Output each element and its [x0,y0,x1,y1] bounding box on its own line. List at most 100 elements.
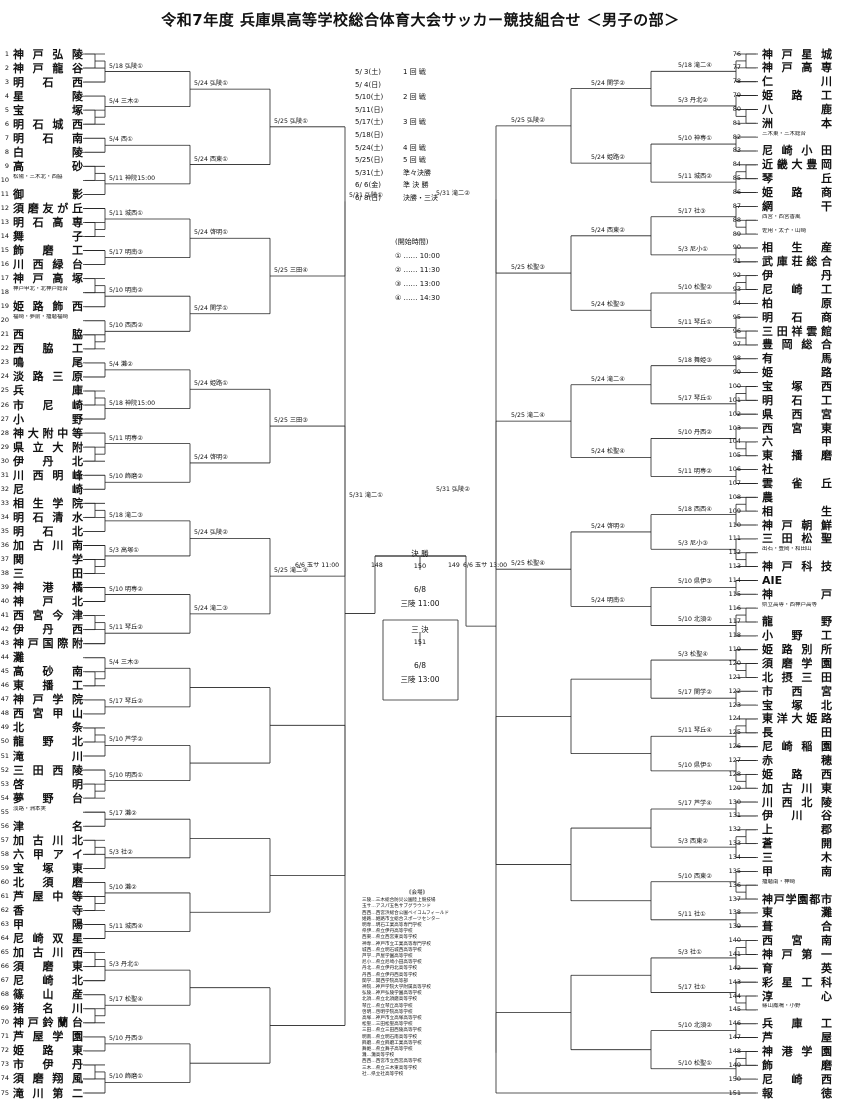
team-number: 71 [0,1032,9,1041]
schedule-row: 5/18(日) [355,129,438,142]
team-name: 仁川 [762,75,832,89]
team-number: 81 [732,118,741,127]
schedule-row: 5/ 3(土)1 回 戦 [355,66,438,79]
team-number: 78 [732,77,741,86]
team-name: 滝川 [13,749,83,763]
team-name: 香寺 [13,903,83,917]
team-number: 57 [0,835,9,844]
match-label: 5/17 琴丘② [109,697,143,705]
team-name: 神戸弘陵 [13,47,83,61]
team-number: 82 [732,132,741,141]
venue-title: 《会場》 [405,890,428,896]
team-number: 105 [728,451,741,460]
team-name: 六甲 [762,435,832,449]
match-label: 5/18 西西④ [678,505,712,513]
team-name: 須磨友が丘 [13,201,83,215]
team-name: 六甲アイ [13,847,83,861]
team-name: 淳心 [762,989,832,1003]
team-number: 140 [728,936,741,945]
venue-entry: 神専…神戸市立工業高等専門学校 [362,941,431,947]
match-label: 5/11 明専② [109,434,143,442]
team-number: 26 [0,400,9,409]
schedule-date: 5/31(土) [355,168,384,177]
team-name: 夢野台 [13,791,83,805]
team-name: 東播磨 [762,449,832,463]
semi-left-number: 148 [371,562,383,569]
team-name: 滝川第二 [13,1086,83,1100]
team-number: 141 [728,949,741,958]
team-name: 赤穂 [762,754,832,768]
match-label: 5/11 城西④ [109,922,143,930]
team-name: 川西明峰 [13,468,83,482]
team-name: 兵庫 [13,384,83,398]
team-name: 市西宮 [762,684,832,698]
team-name: 星陵 [13,89,83,103]
team-name: 姫路飾西 [13,300,83,314]
match-label: 5/25 弘陵② [511,116,545,124]
team-number: 151 [728,1088,741,1097]
team-name: 加古川西 [13,946,83,960]
team-number: 128 [728,769,741,778]
team-name: 佐用・太子・山崎 [762,227,807,234]
match-label: 5/10 明南② [109,287,143,295]
team-name: 武庫荘総合 [762,255,832,269]
match-label: 5/17 社③ [678,207,706,215]
match-label: 5/10 丹西③ [109,1034,143,1042]
team-number: 132 [728,825,741,834]
team-name: 松陽・三木北・西脇 [13,173,63,180]
team-number: 150 [728,1074,741,1083]
schedule-date: 5/11(日) [355,105,384,114]
team-number: 25 [0,386,9,395]
match-label: 5/10 北須② [678,616,712,624]
team-number: 39 [0,583,9,592]
team-number: 122 [728,686,741,695]
team-number: 120 [728,659,741,668]
team-number: 73 [0,1060,9,1069]
team-number: 23 [0,358,9,367]
team-number: 41 [0,611,9,620]
team-number: 31 [0,470,9,479]
venue-entry: 芦学…芦屋学園高等学校 [362,954,413,960]
team-name: 神戸第一 [762,947,832,961]
team-name: 有馬 [762,352,832,366]
team-number: 142 [728,963,741,972]
team-name: 東灘 [762,906,832,920]
match-label: 5/24 滝二③ [194,604,228,612]
match-label: 5/18 神院15:00 [109,399,156,407]
third-place-venue: 三陵 13:00 [400,675,440,684]
team-number: 129 [728,783,741,792]
team-number: 9 [4,161,9,170]
team-number: 149 [728,1060,741,1069]
team-name: 西宮甲山 [13,707,83,721]
team-number: 66 [0,962,9,971]
team-number: 96 [732,326,741,335]
team-name: 須磨学園 [762,657,832,671]
team-number: 8 [4,147,9,156]
match-label: 5/24 弘陵② [194,529,228,537]
match-label: 5/3 社① [678,948,702,956]
team-name: 神戸鈴蘭台 [13,1016,83,1030]
team-name: 相生学院 [13,496,83,510]
team-number: 10 [0,175,9,184]
team-name: 豊岡総合 [762,338,832,352]
team-number: 32 [0,484,9,493]
team-number: 36 [0,540,9,549]
team-name: 姫路別所 [762,643,832,657]
team-name: 芦屋学園 [13,1030,83,1044]
team-name: 北条 [13,721,83,735]
team-name: 長田 [762,726,832,740]
team-name: 兵庫工 [762,1017,832,1031]
team-number: 62 [0,905,9,914]
match-label: 5/24 明南① [591,597,625,605]
venue-entry: 高塚…神戸市立高塚高等学校 [362,1016,422,1022]
match-label: 5/31 滝二① [349,492,383,500]
team-number: 16 [0,260,9,269]
schedule-date: 5/10(土) [355,93,384,102]
match-label: 5/11 琴丘① [678,318,712,326]
start-time: ③ …… 13:00 [395,280,440,288]
venue-entry: 琴丘…県立琴丘高等学校 [362,1003,413,1009]
team-number: 35 [0,526,9,535]
team-number: 110 [728,520,741,529]
match-label: 5/4 灘② [109,360,133,368]
